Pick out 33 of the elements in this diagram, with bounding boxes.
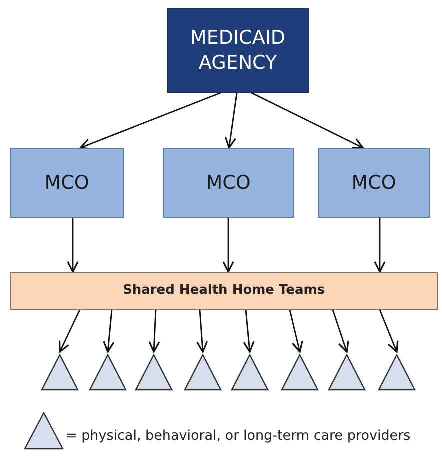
arrow [243, 310, 255, 353]
mco-box [163, 148, 294, 218]
mco-box [318, 148, 430, 218]
arrow [251, 92, 364, 149]
node-label: Shared Health Home Teams [122, 282, 326, 300]
arrow [67, 218, 79, 273]
arrow [103, 310, 115, 353]
mco-box [10, 148, 124, 218]
arrow [374, 218, 386, 273]
arrow [80, 92, 222, 150]
arrow [289, 310, 304, 353]
triangle-node [184, 354, 222, 391]
arrow [332, 310, 350, 353]
arrow [148, 310, 160, 353]
triangle-node [135, 354, 173, 391]
team-band [10, 272, 438, 310]
arrow [196, 310, 208, 353]
triangle-node [281, 354, 319, 391]
triangle-node [378, 354, 416, 391]
arrow [224, 92, 238, 149]
agency-box [167, 8, 309, 93]
node-label: MCO [205, 170, 252, 196]
triangle-node [328, 354, 366, 391]
arrow [58, 310, 81, 353]
node-label: MCO [44, 170, 90, 196]
triangle-node [89, 354, 127, 391]
triangle-node [231, 354, 269, 391]
legend-text: = physical, behavioral, or long-term care providers [66, 428, 411, 444]
arrow [222, 218, 234, 273]
node-label: MCO [350, 170, 398, 196]
arrow [379, 310, 399, 353]
node-label: MEDICAID AGENCY [189, 26, 287, 76]
triangle-node [41, 354, 79, 391]
